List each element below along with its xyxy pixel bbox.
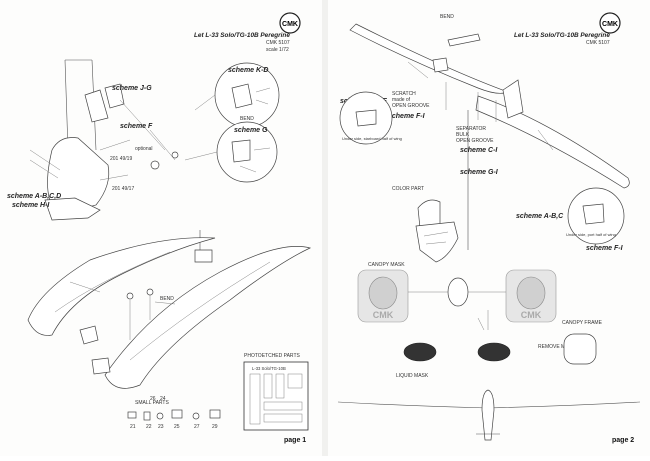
header-left: Let L-33 Solo/TG-10B Peregrine CMK 5107 …: [194, 12, 301, 53]
left-page-drawing: Let L-33 Solo/TG-10B Peregrine CMK 5107 …: [7, 12, 312, 444]
canopy-frame-label: CANOPY FRAME: [562, 320, 603, 326]
note-cockpit: COLOR PART: [392, 186, 424, 192]
cockpit-exploded-view: COLOR PART: [392, 186, 459, 263]
cmk-logo-icon-right: [599, 12, 621, 34]
small-parts-title: SMALL PARTS: [135, 400, 169, 406]
part-code-29: 29: [212, 424, 218, 430]
note-scratch-2: made of: [392, 97, 411, 103]
part-code-25: 25: [174, 424, 180, 430]
logo-text-right: CMK: [602, 21, 618, 28]
page-gutter: [322, 0, 328, 456]
fuselage-exploded-view: scheme A-B,C,D scheme H-I scheme J-G sch…: [7, 59, 179, 221]
detail-bubble-underwing-top: Under side, starboard half of wing: [339, 91, 402, 145]
label-scheme-a-b-c-d: scheme A-B,C,D: [7, 193, 61, 200]
header-right: Let L-33 Solo/TG-10B Peregrine CMK 5107 …: [514, 12, 621, 46]
label-scheme-f-right: scheme F-I: [388, 113, 426, 120]
instruction-page-right: Let L-33 Solo/TG-10B Peregrine CMK 5107 …: [328, 0, 650, 456]
detail-bubble-underwing-bottom: Under side, port half of wing scheme A-B…: [516, 187, 625, 252]
note-bend-k-d: BEND: [240, 116, 254, 122]
page-label-right: page 2: [612, 437, 634, 444]
mask-application-group: LIQUID MASK REMOVE MASKS CANOPY FRAME: [396, 310, 603, 379]
label-scheme-f: scheme F: [120, 123, 153, 130]
part-code-21: 21: [130, 424, 136, 430]
part-code-26: 26: [150, 396, 156, 402]
label-scheme-g-right: scheme G-I: [460, 169, 499, 176]
sheet-title-right: Let L-33 Solo/TG-10B Peregrine: [514, 32, 610, 39]
label-scheme-a-b-c-right: scheme A-B,C: [516, 213, 564, 220]
wing-assembly-view: scheme A-B,E scheme F-I SCRATCH made of …: [340, 14, 630, 250]
photoetch-fret-label: L-33 Solo/TG-10B: [252, 366, 286, 371]
small-bracket-part: [194, 230, 213, 263]
label-scheme-g: scheme G: [234, 127, 268, 134]
canopy-mask-label: CANOPY MASK: [368, 262, 405, 268]
note-bend-wing: BEND: [440, 14, 454, 20]
remove-mask-label: REMOVE MASKS: [538, 344, 579, 350]
part-code-27: 27: [194, 424, 200, 430]
small-parts-group: SMALL PARTS 21 22 23 25 27 29 26 24: [127, 396, 221, 430]
note-under-side-2: Under side, port half of wing: [566, 232, 616, 237]
note-part-ref-2: 201 49/17: [112, 186, 134, 192]
note-green: OPEN GROOVE: [456, 138, 494, 144]
note-under-side: Under side, starboard half of wing: [342, 136, 402, 141]
note-bend-fuselage: BEND: [160, 296, 174, 302]
canopy-mask-group: CANOPY MASK CMK CMK: [357, 262, 557, 323]
sheet-subtitle: CMK 5107: [266, 40, 290, 46]
note-bulk: BULK: [456, 132, 470, 138]
right-page-drawing: Let L-33 Solo/TG-10B Peregrine CMK 5107 …: [337, 12, 641, 444]
sheet-title: Let L-33 Solo/TG-10B Peregrine: [194, 32, 290, 39]
sheet-subtitle-right: CMK 5107: [586, 40, 610, 46]
note-part-ref-1: 201 49/19: [110, 156, 132, 162]
logo-text: CMK: [282, 21, 298, 28]
instruction-page-left: Let L-33 Solo/TG-10B Peregrine CMK 5107 …: [0, 0, 322, 456]
label-scheme-c-right: scheme C-I: [460, 147, 498, 154]
liquid-mask-label: LIQUID MASK: [396, 373, 429, 379]
label-scheme-j-g: scheme J-G: [112, 85, 152, 92]
photoetch-title: PHOTOETCHED PARTS: [244, 353, 301, 359]
note-scratch-3: OPEN GROOVE: [392, 103, 430, 109]
detail-bubble-scheme-g: scheme G: [184, 121, 278, 183]
label-scheme-f-i-right: scheme F-I: [586, 245, 624, 252]
note-separator: SEPARATOR: [456, 126, 486, 132]
mask-brand-left: CMK: [373, 310, 394, 320]
note-optional-left: optional: [135, 146, 153, 152]
mask-brand-right: CMK: [521, 310, 542, 320]
glider-planform: [337, 389, 641, 441]
photoetch-fret: PHOTOETCHED PARTS L-33 Solo/TG-10B: [243, 353, 309, 431]
part-code-24: 24: [160, 396, 166, 402]
note-scratch-1: SCRATCH: [392, 91, 416, 97]
fuselage-sides-view: BEND: [27, 237, 312, 389]
cmk-logo-icon: [279, 12, 301, 34]
label-scheme-h-i: scheme H-I: [12, 202, 50, 209]
sheet-scale: scale 1/72: [266, 47, 289, 53]
label-scheme-k-d: scheme K-D: [228, 67, 268, 74]
detail-bubble-scheme-k-d: scheme K-D BEND: [194, 62, 280, 128]
page-label-left: page 1: [284, 437, 306, 444]
part-code-22: 22: [146, 424, 152, 430]
part-code-23: 23: [158, 424, 164, 430]
